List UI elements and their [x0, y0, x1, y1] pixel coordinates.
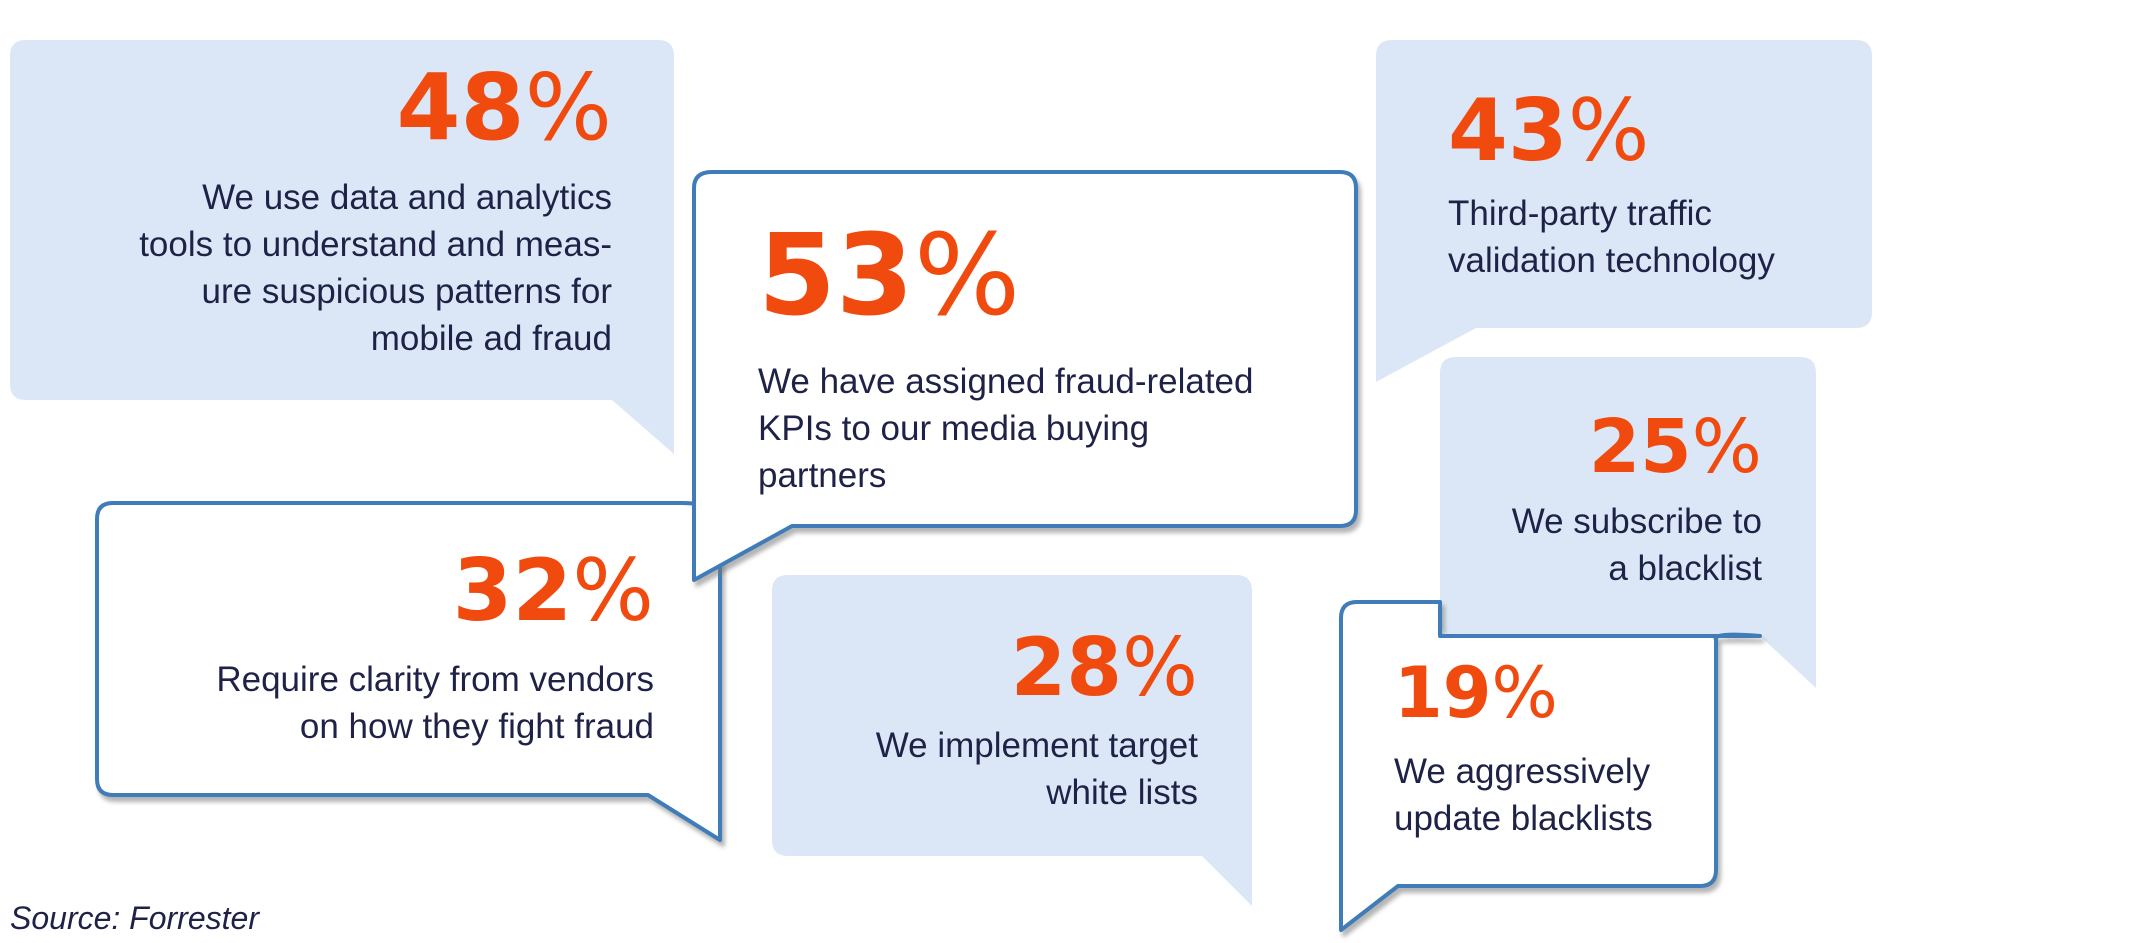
stat-48-block: 48% We use data and analytics tools to u… [60, 62, 612, 362]
stat-48-line: ure suspicious patterns for [201, 272, 612, 311]
stat-48-line: tools to understand and meas- [139, 225, 612, 264]
source-credit: Source: Forrester [10, 900, 259, 936]
stat-48-value: 48 [396, 54, 525, 161]
stat-43-line: validation technology [1448, 241, 1775, 280]
stat-53-line: KPIs to our media buying [758, 409, 1150, 448]
bubble-28 [772, 575, 1252, 906]
stat-43-line: Third-party traffic [1448, 194, 1712, 233]
percent-sign: % [1567, 81, 1650, 181]
stat-25-line: We subscribe to [1511, 502, 1762, 541]
stat-32-percent: 32% [120, 548, 654, 634]
stat-19-line: We aggressively [1394, 752, 1651, 791]
stat-19-block: 19% We aggressively update blacklists [1394, 658, 1714, 842]
stat-28-description: We implement target white lists [800, 722, 1198, 816]
stat-19-line: update blacklists [1394, 799, 1653, 838]
stat-25-block: 25% We subscribe to a blacklist [1460, 410, 1762, 592]
stat-48-description: We use data and analytics tools to under… [60, 174, 612, 362]
stat-32-block: 32% Require clarity from vendors on how … [120, 548, 654, 750]
stat-25-percent: 25% [1460, 410, 1762, 484]
stat-53-value: 53 [758, 211, 914, 341]
stat-53-description: We have assigned fraud-related KPIs to o… [758, 358, 1318, 499]
bubble-43 [1376, 40, 1872, 382]
stat-43-block: 43% Third-party traffic validation techn… [1448, 88, 1848, 284]
bubble-53 [692, 170, 1358, 582]
stat-48-percent: 48% [60, 62, 612, 154]
stat-19-description: We aggressively update blacklists [1394, 748, 1714, 842]
stat-25-line: a blacklist [1608, 549, 1762, 588]
stat-32-line: on how they fight fraud [299, 707, 654, 746]
stat-43-description: Third-party traffic validation technolog… [1448, 190, 1848, 284]
stat-32-line: Require clarity from vendors [216, 660, 654, 699]
stat-53-percent: 53% [758, 220, 1318, 332]
percent-sign: % [572, 541, 654, 641]
percent-sign: % [1121, 621, 1198, 714]
stat-25-description: We subscribe to a blacklist [1460, 498, 1762, 592]
stat-43-percent: 43% [1448, 88, 1848, 174]
bubble-19 [1339, 600, 1762, 932]
percent-sign: % [913, 211, 1021, 341]
percent-sign: % [1491, 652, 1558, 734]
stat-48-line: mobile ad fraud [370, 319, 612, 358]
bubble-25 [1440, 357, 1816, 688]
stat-28-line: We implement target [875, 726, 1198, 765]
stat-19-value: 19 [1394, 652, 1492, 734]
stat-48-line: We use data and analytics [202, 178, 612, 217]
stat-25-value: 25 [1588, 404, 1692, 490]
stat-53-line: We have assigned fraud-related [758, 362, 1254, 401]
stat-28-percent: 28% [800, 628, 1198, 708]
percent-sign: % [1691, 404, 1762, 490]
stat-53-block: 53% We have assigned fraud-related KPIs … [758, 220, 1318, 499]
stat-32-value: 32 [452, 541, 573, 641]
percent-sign: % [524, 54, 612, 161]
bubble-48 [10, 40, 674, 454]
stat-28-block: 28% We implement target white lists [800, 628, 1198, 816]
stat-28-value: 28 [1010, 621, 1122, 714]
stat-28-line: white lists [1046, 773, 1198, 812]
stat-32-description: Require clarity from vendors on how they… [120, 656, 654, 750]
stat-19-percent: 19% [1394, 658, 1714, 728]
stat-43-value: 43 [1448, 81, 1568, 181]
stat-53-line: partners [758, 456, 887, 495]
